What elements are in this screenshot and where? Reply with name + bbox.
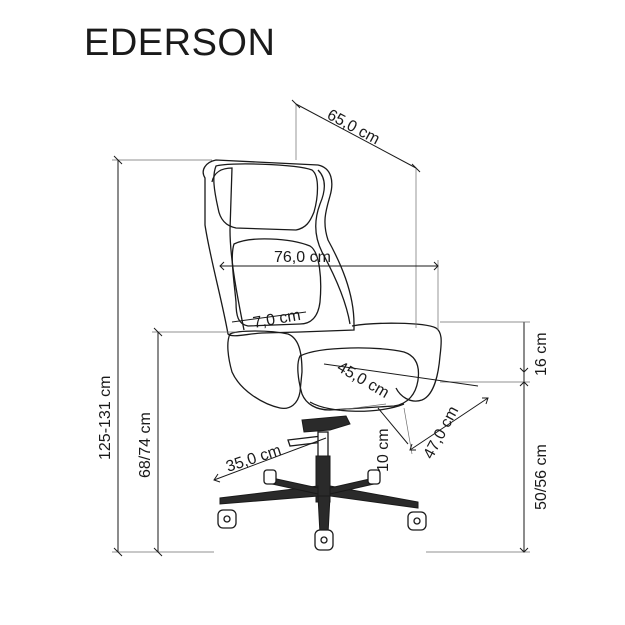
dim-inner-width xyxy=(219,260,439,330)
label-armrest-thickness: 16 cm xyxy=(533,332,550,376)
dim-seat-width xyxy=(403,397,489,455)
right-armrest xyxy=(351,322,442,402)
backrest-inner-edge xyxy=(211,167,245,331)
backrest-inner-edge-right xyxy=(315,169,351,325)
dim-total-height xyxy=(112,155,214,557)
base-leg-front xyxy=(317,495,331,535)
tilt-mechanism xyxy=(301,415,351,433)
label-armrest-height: 68/74 cm xyxy=(137,412,154,478)
left-armrest xyxy=(227,330,303,410)
dim-base-radius xyxy=(213,437,327,483)
caster-back-right xyxy=(367,469,381,485)
label-armrest-offset: 7,0 cm xyxy=(252,307,302,332)
chair-illustration xyxy=(202,159,442,551)
caster-left xyxy=(217,509,237,529)
label-seat-depth: 45,0 cm xyxy=(334,359,392,402)
caster-back-left xyxy=(263,469,277,485)
label-seat-height: 50/56 cm xyxy=(533,444,550,510)
label-inner-width: 76,0 cm xyxy=(274,249,331,266)
label-seat-thickness: 10 cm xyxy=(375,428,392,472)
label-total-height: 125-131 cm xyxy=(97,376,114,461)
back-cushion xyxy=(231,238,322,327)
seat-cushion xyxy=(297,347,420,411)
dim-depth-top xyxy=(291,99,421,328)
gas-lift xyxy=(317,431,329,459)
dim-seat-thickness xyxy=(339,403,409,445)
caster-right xyxy=(407,511,427,531)
seat-underside xyxy=(309,401,405,412)
headrest-cushion xyxy=(213,163,319,231)
label-depth-top: 65,0 cm xyxy=(324,107,382,149)
backrest-outer xyxy=(202,159,355,337)
caster-front xyxy=(314,529,334,551)
dim-armrest-height xyxy=(152,327,236,557)
product-title: EDERSON xyxy=(84,22,276,64)
dim-seat-depth xyxy=(323,363,479,387)
dim-armrest-offset xyxy=(231,311,307,323)
dim-armrest-thickness xyxy=(440,321,530,388)
dim-seat-height xyxy=(426,388,530,553)
label-seat-width: 47,0 cm xyxy=(421,404,463,462)
